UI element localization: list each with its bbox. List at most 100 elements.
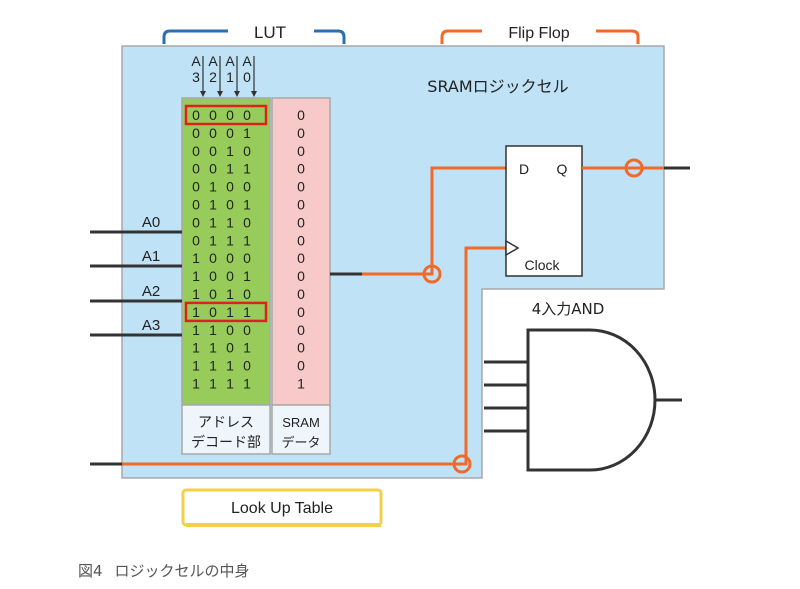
address-decoder-label-line1: アドレス [198,415,254,431]
address-header-digit: 1 [226,69,234,85]
address-bit: 0 [226,250,234,266]
figure-number: 図4 [78,562,103,580]
address-header-letter: A [208,53,218,69]
address-bit: 0 [192,214,200,230]
ff-q-label: Q [557,161,568,177]
address-bit: 0 [226,268,234,284]
address-bit: 0 [226,107,234,123]
lut-bracket [162,29,346,44]
address-bit: 0 [243,107,251,123]
sram-bit: 0 [297,286,305,302]
sram-bit: 0 [297,107,305,123]
address-bit: 0 [243,286,251,302]
address-decoder-label-line2: デコード部 [191,434,261,451]
flip-flop-label: Flip Flop [508,25,569,42]
address-bit: 0 [192,197,200,213]
clock-wire [122,246,506,466]
address-bit: 0 [209,250,217,266]
address-bit: 1 [243,340,251,356]
address-header-digit: 2 [209,69,217,85]
address-bit: 0 [243,358,251,374]
address-bit: 1 [226,161,234,177]
address-bit: 1 [209,232,217,248]
sram-data-column [271,97,331,406]
address-bit: 1 [192,250,200,266]
address-bit: 1 [243,304,251,320]
address-bit: 0 [192,232,200,248]
lut-label: LUT [254,23,286,42]
address-bit: 0 [226,322,234,338]
address-bit: 0 [192,161,200,177]
address-bit: 1 [226,143,234,159]
address-bit: 1 [192,268,200,284]
address-bit: 0 [192,125,200,141]
address-decoder-label-box [181,404,271,455]
address-bit: 0 [209,107,217,123]
row-highlight-box [184,301,268,323]
sram-bit: 0 [297,340,305,356]
address-bit: 0 [243,250,251,266]
address-bit: 1 [243,125,251,141]
address-arrow-head [217,91,223,97]
sram-bit: 0 [297,268,305,284]
address-bit: 0 [192,179,200,195]
address-bit: 1 [209,179,217,195]
address-bit: 1 [209,376,217,392]
mux-select-circle-1 [422,264,442,284]
address-bit: 1 [192,286,200,302]
address-bit: 1 [226,214,234,230]
address-bit: 1 [192,322,200,338]
address-bit: 1 [243,197,251,213]
address-bit: 1 [243,268,251,284]
look-up-table-box-shadow [186,523,381,527]
clock-triangle-icon [505,239,520,257]
and-gate-icon [526,328,657,472]
address-bit: 1 [209,197,217,213]
address-bit: 0 [243,322,251,338]
input-lines [90,230,182,337]
mux-select-circle-2 [452,454,472,474]
address-bit: 0 [243,143,251,159]
input-label: A1 [142,248,160,265]
sram-bit: 0 [297,304,305,320]
and-gate-label: 4入力AND [532,300,605,318]
address-arrow-head [251,91,257,97]
address-decoder-column [181,97,271,406]
address-bit: 0 [209,268,217,284]
address-bit: 1 [226,232,234,248]
address-bit: 0 [209,143,217,159]
address-header-letter: A [242,53,252,69]
look-up-table-label: Look Up Table [231,500,333,517]
flip-flop-box [505,145,583,277]
address-bit: 0 [243,214,251,230]
address-bit: 0 [243,179,251,195]
sram-bit: 0 [297,232,305,248]
address-bit: 1 [209,322,217,338]
address-bit: 0 [192,107,200,123]
row-highlight-box [184,104,268,126]
address-bit: 1 [209,358,217,374]
address-bit: 0 [209,161,217,177]
address-bit: 0 [209,286,217,302]
sram-bit: 0 [297,161,305,177]
address-bit: 0 [209,125,217,141]
and-gate-inputs [484,360,528,433]
sram-bit: 0 [297,179,305,195]
highlighted-rows [184,104,268,323]
address-bit: 0 [226,179,234,195]
address-header-letter: A [191,53,201,69]
address-bit: 1 [226,358,234,374]
sram-bit: 0 [297,125,305,141]
sram-bit: 0 [297,250,305,266]
address-bit: 1 [243,232,251,248]
ff-clock-label: Clock [524,257,560,273]
flip-flop-bracket [440,29,640,44]
address-bit: 0 [209,304,217,320]
sram-bit: 0 [297,214,305,230]
ff-d-label: D [519,161,529,177]
